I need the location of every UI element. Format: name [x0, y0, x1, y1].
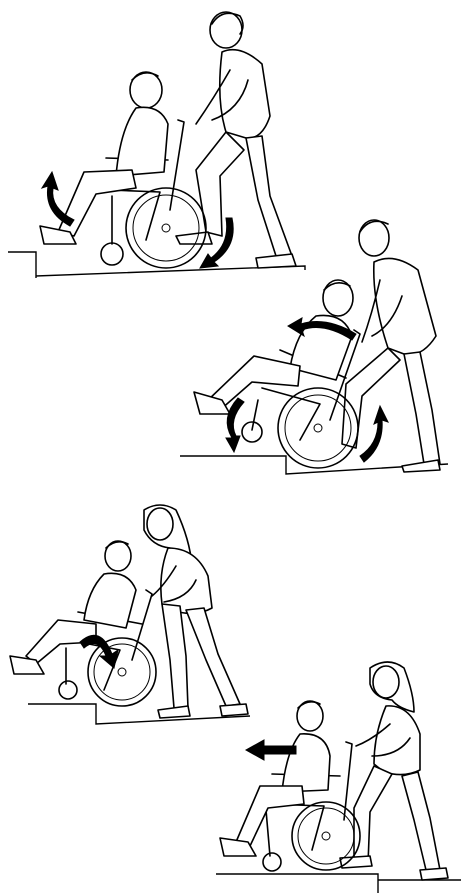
panel-4: [216, 662, 461, 893]
panel-3-caregiver: [144, 505, 248, 718]
panel-1-caregiver: [176, 12, 296, 268]
panel-2-passenger: [194, 280, 353, 414]
panel-4-caregiver: [340, 662, 448, 880]
panel-3: [10, 505, 250, 724]
feet-lift-arrow: [42, 172, 74, 226]
rear-lift-arrow: [360, 406, 388, 462]
panel-4-passenger: [220, 701, 330, 856]
panel-2-caregiver: [342, 220, 440, 472]
panel-1: [8, 12, 305, 278]
front-down-arrow: [226, 398, 244, 452]
panel-2: [180, 220, 448, 474]
panel-3-ground: [28, 704, 250, 724]
